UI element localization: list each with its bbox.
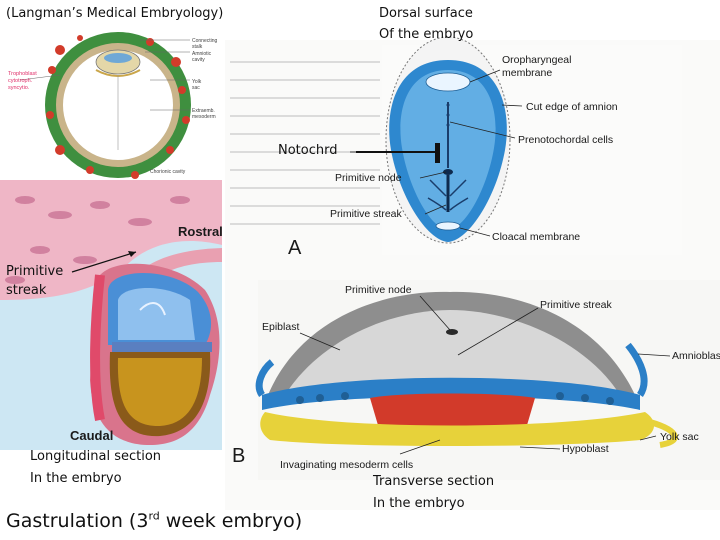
label-prenotochordal: Prenotochordal cells — [518, 134, 613, 146]
svg-text:Extraemb.: Extraemb. — [192, 108, 215, 114]
label-primitive-streak-a: Primitive streak — [330, 208, 403, 220]
longitudinal-caption-line2: In the embryo — [30, 471, 122, 486]
label-yolk-sac: Yolk sac — [660, 431, 699, 443]
label-primitive-node-a: Primitive node — [335, 172, 402, 184]
svg-text:cavity: cavity — [192, 57, 205, 63]
panel-letter-a: A — [288, 237, 302, 259]
dorsal-view-illustration — [350, 36, 682, 255]
label-primitive-streak-b: Primitive streak — [540, 299, 613, 311]
notochord-label: Notochrd — [278, 143, 338, 158]
transverse-caption-line1: Transverse section — [373, 474, 495, 489]
panel-letter-b: B — [232, 445, 245, 467]
title-main: Gastrulation (3 — [6, 510, 149, 532]
svg-text:mesoderm: mesoderm — [192, 114, 216, 120]
svg-text:stalk: stalk — [192, 44, 203, 50]
svg-text:Amniotic: Amniotic — [192, 51, 212, 57]
svg-text:Caudal: Caudal — [70, 428, 113, 443]
svg-text:cytotroph.: cytotroph. — [8, 78, 33, 84]
label-cloacal: Cloacal membrane — [492, 231, 580, 243]
label-oropharyngeal-2: membrane — [502, 67, 552, 79]
primitive-streak-label-line1: Primitive — [6, 264, 64, 279]
svg-text:Trophoblast: Trophoblast — [8, 71, 37, 77]
page-title: Gastrulation (3rd week embryo) — [6, 510, 302, 532]
notochord-pointer-line — [356, 151, 436, 153]
label-hypoblast: Hypoblast — [562, 443, 609, 455]
primitive-streak-label-line2: streak — [6, 283, 47, 298]
svg-text:Chorionic cavity: Chorionic cavity — [150, 169, 186, 175]
transverse-caption-line2: In the embryo — [373, 496, 465, 511]
title-rest: week embryo) — [159, 510, 303, 532]
label-amnioblasts: Amnioblasts — [672, 350, 720, 362]
svg-text:Connecting: Connecting — [192, 38, 218, 44]
primitive-streak-pointer — [71, 251, 137, 273]
dorsal-surface-line1: Dorsal surface — [379, 6, 473, 21]
label-epiblast: Epiblast — [262, 321, 299, 333]
dorsal-surface-line2: Of the embryo — [379, 27, 474, 42]
longitudinal-caption-line1: Longitudinal section — [30, 449, 162, 464]
label-oropharyngeal-1: Oropharyngeal — [502, 54, 571, 66]
label-cut-edge: Cut edge of amnion — [526, 101, 618, 113]
svg-text:Rostral: Rostral — [178, 224, 223, 239]
source-citation: (Langman’s Medical Embryology) — [6, 6, 224, 21]
svg-text:syncytio.: syncytio. — [8, 85, 30, 91]
longitudinal-section-illustration: Rostral Caudal — [0, 180, 223, 450]
transverse-section-illustration — [255, 280, 720, 480]
label-invaginating: Invaginating mesoderm cells — [280, 459, 413, 471]
label-primitive-node-b: Primitive node — [345, 284, 412, 296]
svg-text:Yolk: Yolk — [192, 79, 202, 85]
title-superscript: rd — [148, 509, 160, 523]
svg-text:sac: sac — [192, 85, 200, 91]
